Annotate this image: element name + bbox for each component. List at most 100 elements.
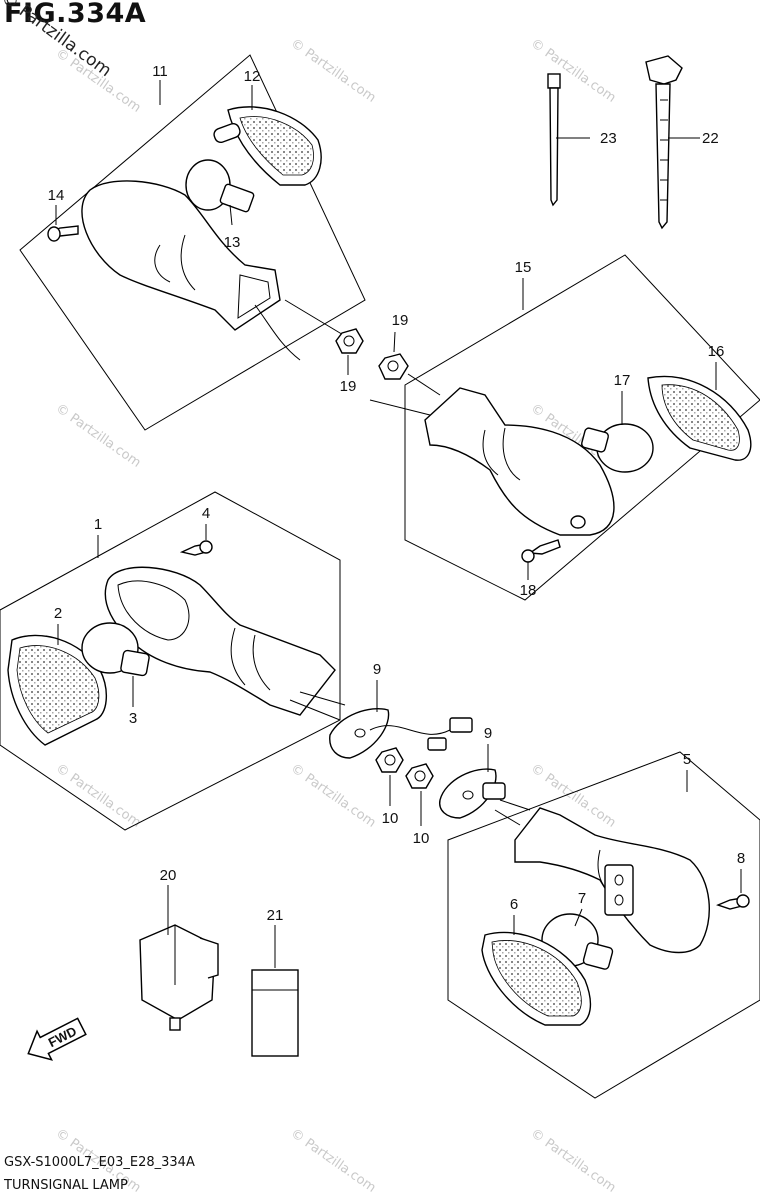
callout-11: 11 [152, 63, 168, 80]
gasket-9-left [329, 708, 390, 759]
gaskets-and-nuts [329, 708, 531, 826]
callout-12: 12 [244, 68, 261, 85]
assembly-11-frame [19, 54, 366, 431]
housing-5-bracket [604, 864, 634, 916]
nut-10-right [405, 763, 434, 789]
housing-seam [502, 427, 521, 481]
watermark: © Partzilla.com [528, 1126, 619, 1196]
watermark: © Partzilla.com [53, 401, 144, 471]
assembly-5-front-right-turnsignal [447, 751, 760, 1099]
callout-22: 22 [702, 130, 719, 147]
screw-18 [528, 539, 561, 555]
callout-10-right: 10 [413, 830, 430, 847]
assembly-1-front-left-turnsignal [0, 491, 346, 831]
assembly-11-rear-left-turnsignal [19, 54, 366, 431]
bulb-13-base [219, 183, 255, 213]
callout-23: 23 [600, 130, 617, 147]
callout-6: 6 [510, 896, 518, 913]
callout-13: 13 [224, 234, 241, 251]
lamp-housing-15 [424, 387, 615, 536]
callout-20: 20 [160, 867, 177, 884]
screw-18-head [521, 549, 535, 563]
wire-9 [369, 725, 466, 735]
nut-19-left [335, 328, 364, 354]
bulb-7-base [582, 942, 614, 970]
connector-9b [427, 737, 447, 751]
tie-22-strap [655, 83, 671, 230]
callout-10-left: 10 [382, 810, 399, 827]
watermark: © Partzilla.com [288, 761, 379, 831]
nut-19-right [378, 353, 409, 380]
callout-8: 8 [737, 850, 745, 867]
callout-9-left: 9 [373, 661, 381, 678]
relay-20-connector [199, 937, 219, 979]
screw-8-head [736, 894, 750, 908]
housing-seam [230, 627, 246, 686]
nut-19-right-hole [387, 360, 399, 372]
nut-10-right-hole [414, 770, 426, 782]
callout-19-right: 19 [392, 312, 409, 329]
mount-plate [237, 274, 271, 319]
watermark: © Partzilla.com [288, 36, 379, 106]
lens-12-tab [213, 122, 241, 144]
figure-title: FIG.334A [4, 0, 147, 29]
callout-18: 18 [520, 582, 537, 599]
housing-seam [180, 234, 196, 291]
wire-15 [369, 399, 431, 416]
model-code: GSX-S1000L7_E03_E28_334A [4, 1155, 195, 1170]
housing-seam [154, 244, 171, 283]
gasket-9-right-hole [462, 790, 474, 800]
callout-19-left: 19 [340, 378, 357, 395]
nut-10-left-hole [384, 754, 396, 766]
bulb-17-base [581, 427, 609, 453]
callout-16: 16 [708, 343, 725, 360]
relay-20-tab [169, 1017, 181, 1031]
connector-5 [482, 782, 506, 800]
lens-2-texture [16, 645, 100, 734]
watermark: © Partzilla.com [288, 1126, 379, 1196]
relay-and-label [139, 885, 299, 1057]
bulb-3-base [120, 649, 150, 677]
callout-17: 17 [614, 372, 631, 389]
lens-6-texture [491, 940, 582, 1017]
callout-1: 1 [94, 516, 102, 533]
gasket-9-left-hole [354, 728, 366, 738]
watermark: © Partzilla.com [528, 36, 619, 106]
callout-2: 2 [54, 605, 62, 622]
lens-12-texture [239, 116, 314, 176]
connector-9 [449, 717, 473, 733]
wire-11 [254, 304, 301, 361]
housing-seam [252, 634, 271, 691]
tie-straps [547, 55, 700, 230]
tie-22-clip [645, 55, 683, 85]
housing-opening [117, 580, 190, 641]
callout-9-right: 9 [484, 725, 492, 742]
callout-5: 5 [683, 751, 691, 768]
assembly-5-frame [447, 751, 760, 1099]
callout-15: 15 [515, 259, 532, 276]
callout-4: 4 [202, 505, 210, 522]
callout-7: 7 [578, 890, 586, 907]
callouts: 11 12 13 14 19 23 22 15 19 16 17 18 1 4 … [48, 63, 745, 935]
screw-14-head [47, 226, 61, 242]
label-21 [251, 969, 299, 1057]
callout-3: 3 [129, 710, 137, 727]
screw-4-head [199, 540, 213, 554]
figure-caption: TURNSIGNAL LAMP [4, 1178, 128, 1193]
screw-hole-15 [570, 515, 586, 529]
tie-23-strap [549, 87, 559, 207]
callout-14: 14 [48, 187, 65, 204]
nut-19-left-hole [343, 335, 355, 347]
nut-10-left [375, 747, 404, 773]
tie-23-head [547, 73, 561, 89]
center-watermark: © Partzilla.com [0, 0, 115, 81]
assembly-15-rear-right-turnsignal [369, 254, 760, 601]
fwd-direction-badge: FWD [27, 1017, 87, 1061]
housing-seam [482, 429, 499, 476]
assembly-15-frame [404, 254, 760, 601]
lamp-housing-1 [104, 566, 336, 716]
watermark: © Partzilla.com [53, 761, 144, 831]
lens-16-texture [661, 384, 740, 451]
fwd-arrow-icon [27, 1017, 87, 1061]
